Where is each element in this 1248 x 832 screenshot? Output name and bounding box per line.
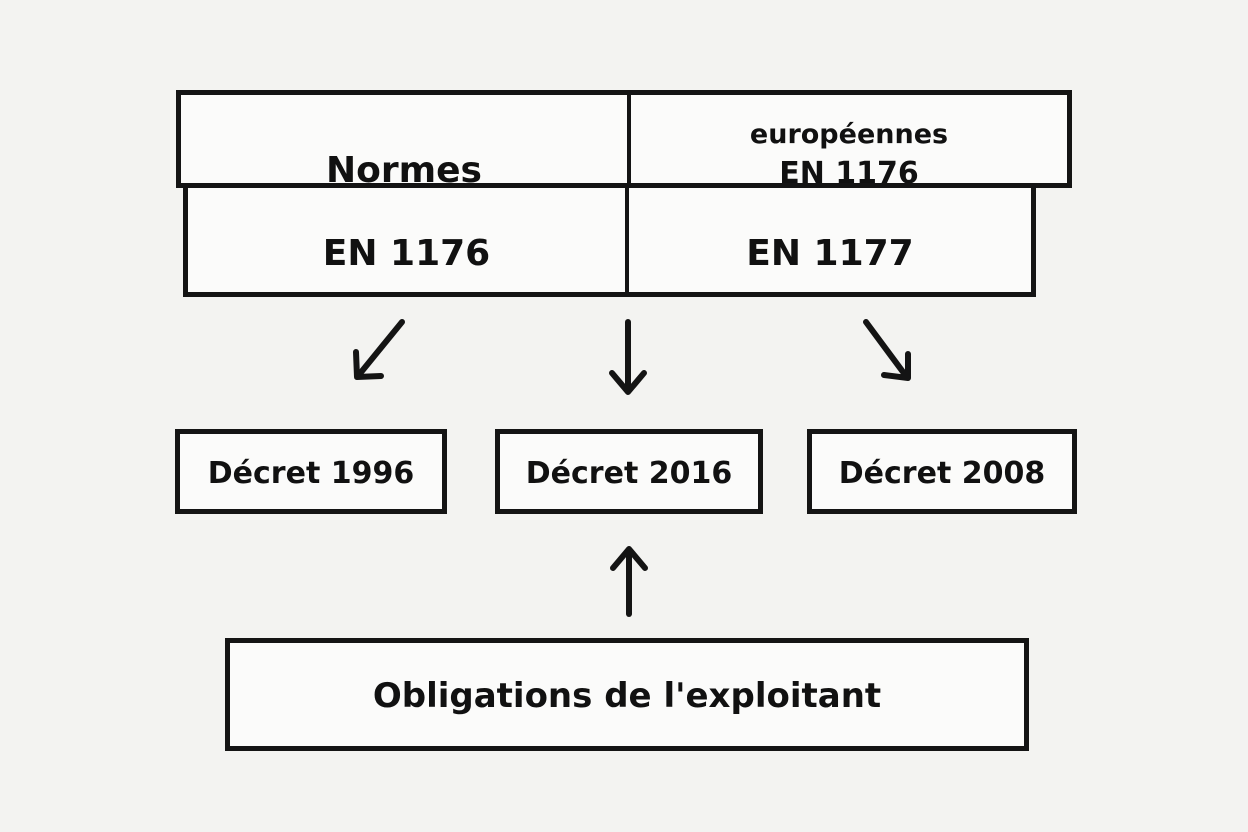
header-top-left-cell: Normes bbox=[181, 95, 627, 184]
header-bottom-right-cell: EN 1177 bbox=[629, 188, 1031, 292]
header-top-divider bbox=[627, 95, 631, 183]
obligations-label: Obligations de l'exploitant bbox=[372, 676, 882, 716]
decree-2008-box: Décret 2008 bbox=[807, 429, 1077, 514]
header-bottom-divider bbox=[625, 188, 629, 292]
header-top-left-label: Normes bbox=[326, 150, 482, 184]
header-bottom-right-label: EN 1177 bbox=[746, 233, 914, 274]
header-top-right-cell: européennes EN 1176 bbox=[631, 95, 1067, 183]
arrow-down-left-icon bbox=[353, 319, 405, 380]
decree-1996-label: Décret 1996 bbox=[207, 456, 415, 491]
arrow-down-right-icon bbox=[863, 319, 911, 381]
header-top-right-line2: EN 1176 bbox=[779, 156, 919, 184]
header-bottom-left-cell: EN 1176 bbox=[188, 188, 625, 292]
decree-1996-box: Décret 1996 bbox=[175, 429, 447, 514]
arrow-up-icon bbox=[610, 546, 648, 617]
header-top-right-line1: européennes bbox=[749, 119, 949, 150]
decree-2008-label: Décret 2008 bbox=[838, 456, 1046, 491]
decree-2016-label: Décret 2016 bbox=[525, 456, 733, 491]
obligations-box: Obligations de l'exploitant bbox=[225, 638, 1029, 751]
header-top-box: Normes européennes EN 1176 bbox=[176, 90, 1072, 188]
arrow-down-icon bbox=[609, 319, 647, 395]
decree-2016-box: Décret 2016 bbox=[495, 429, 763, 514]
header-bottom-left-label: EN 1176 bbox=[322, 233, 491, 274]
header-bottom-box: EN 1176 EN 1177 bbox=[183, 183, 1036, 297]
